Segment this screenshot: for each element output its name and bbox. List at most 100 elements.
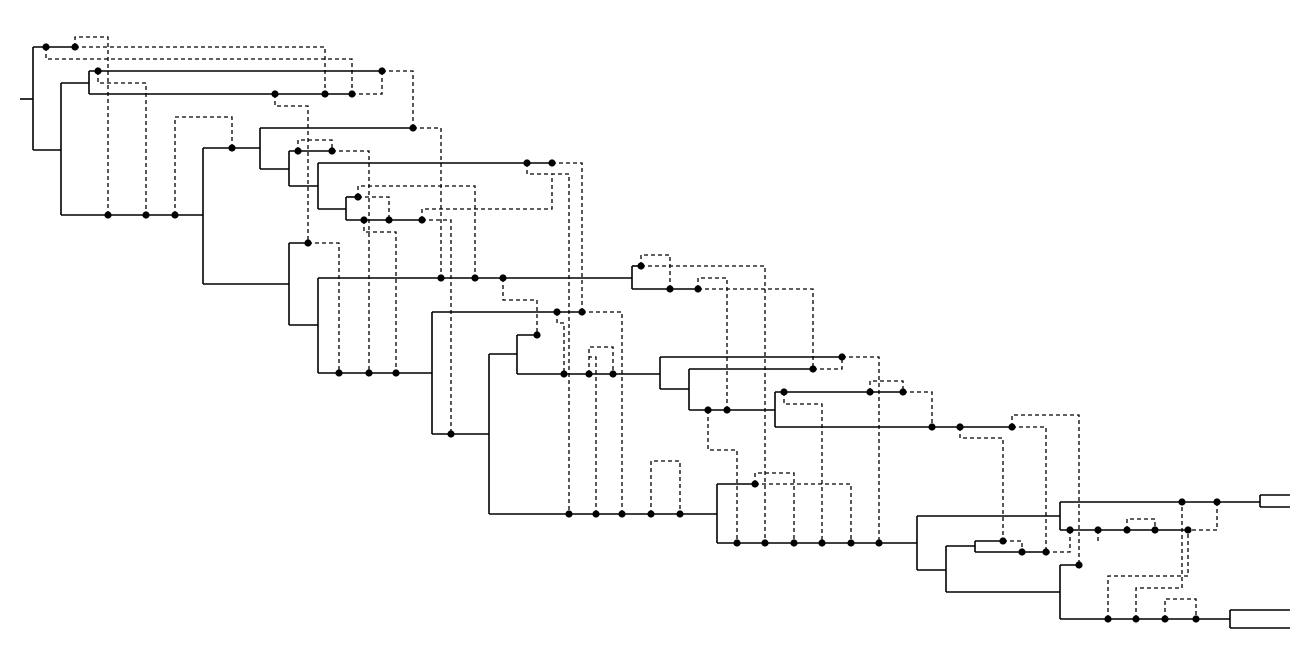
reticulation-edge bbox=[556, 312, 565, 374]
reticulation-edge bbox=[959, 427, 1004, 541]
network-node bbox=[1042, 548, 1050, 556]
network-node bbox=[42, 43, 50, 51]
network-node bbox=[866, 388, 874, 396]
reticulation-edge bbox=[1126, 518, 1156, 530]
network-node bbox=[365, 369, 373, 377]
network-node bbox=[548, 159, 556, 167]
reticulation-edge bbox=[582, 311, 623, 514]
network-node bbox=[956, 423, 964, 431]
network-node bbox=[676, 510, 684, 518]
network-node bbox=[321, 90, 329, 98]
reticulation-edge bbox=[1135, 502, 1183, 619]
network-node bbox=[142, 211, 150, 219]
network-node bbox=[533, 331, 541, 339]
network-node bbox=[71, 43, 79, 51]
network-node bbox=[578, 308, 586, 316]
reticulation-edge bbox=[274, 94, 309, 243]
reticulation-edge bbox=[358, 196, 390, 220]
reticulation-edge bbox=[640, 254, 671, 289]
reticulation-edge bbox=[526, 163, 570, 514]
network-nodes bbox=[42, 43, 1221, 623]
reticulation-edge bbox=[1107, 530, 1189, 619]
reticulation-edge bbox=[698, 288, 814, 369]
network-node bbox=[928, 423, 936, 431]
network-node bbox=[1178, 498, 1186, 506]
network-node bbox=[838, 353, 846, 361]
network-node bbox=[1075, 561, 1083, 569]
reticulation-edge bbox=[382, 70, 414, 128]
reticulation-edge bbox=[97, 71, 147, 215]
reticulation-edge bbox=[755, 483, 852, 543]
reticulation-edge bbox=[422, 219, 452, 434]
network-node bbox=[1104, 615, 1112, 623]
reticulation-edge bbox=[1012, 426, 1047, 552]
network-node bbox=[1151, 526, 1159, 534]
reticulation-edge bbox=[174, 116, 233, 215]
network-node bbox=[761, 539, 769, 547]
network-node bbox=[618, 510, 626, 518]
network-node bbox=[565, 510, 573, 518]
tree-edges bbox=[20, 46, 1290, 629]
reticulation-edge bbox=[903, 391, 933, 427]
network-node bbox=[818, 539, 826, 547]
network-node bbox=[437, 274, 445, 282]
reticulation-edges bbox=[45, 36, 1218, 619]
network-node bbox=[899, 388, 907, 396]
reticulation-edge bbox=[1011, 414, 1080, 565]
network-node bbox=[499, 274, 507, 282]
network-node bbox=[1066, 526, 1074, 534]
reticulation-edge bbox=[869, 380, 904, 392]
network-node bbox=[335, 369, 343, 377]
network-node bbox=[304, 239, 312, 247]
network-node bbox=[999, 537, 1007, 545]
reticulation-edge bbox=[1046, 530, 1071, 553]
network-node bbox=[378, 67, 386, 75]
network-node bbox=[354, 193, 362, 201]
network-node bbox=[704, 406, 712, 414]
network-node bbox=[751, 480, 759, 488]
reticulation-edge bbox=[641, 265, 766, 543]
reticulation-edge bbox=[308, 242, 340, 373]
network-node bbox=[328, 147, 336, 155]
network-node bbox=[271, 90, 279, 98]
network-node bbox=[1018, 548, 1026, 556]
reticulation-edge bbox=[650, 460, 681, 514]
reticulation-edge bbox=[75, 46, 326, 94]
network-node bbox=[294, 147, 302, 155]
network-node bbox=[1132, 615, 1140, 623]
network-node bbox=[592, 510, 600, 518]
network-node bbox=[809, 365, 817, 373]
network-node bbox=[553, 308, 561, 316]
network-node bbox=[875, 539, 883, 547]
network-node bbox=[780, 388, 788, 396]
network-node bbox=[523, 159, 531, 167]
network-node bbox=[609, 370, 617, 378]
reticulation-edge bbox=[1188, 502, 1218, 531]
network-node bbox=[171, 211, 179, 219]
network-node bbox=[1161, 615, 1169, 623]
network-node bbox=[1008, 423, 1016, 431]
reticulation-edge bbox=[813, 357, 843, 370]
network-node bbox=[790, 539, 798, 547]
network-node bbox=[585, 370, 593, 378]
network-node bbox=[360, 216, 368, 224]
reticulation-edge bbox=[842, 356, 880, 543]
reticulation-edge bbox=[352, 71, 383, 95]
reticulation-edge bbox=[45, 47, 353, 94]
network-node bbox=[471, 274, 479, 282]
reticulation-edge bbox=[297, 139, 333, 151]
reticulation-edge bbox=[502, 278, 538, 335]
reticulation-edge bbox=[589, 356, 597, 514]
network-node bbox=[1094, 526, 1102, 534]
network-node bbox=[694, 285, 702, 293]
network-node bbox=[647, 510, 655, 518]
reticulation-edge bbox=[697, 277, 728, 410]
reticulation-edge bbox=[707, 410, 738, 543]
network-node bbox=[1184, 526, 1192, 534]
network-node bbox=[228, 144, 236, 152]
reticulation-edge bbox=[413, 127, 442, 278]
network-node bbox=[104, 211, 112, 219]
network-node bbox=[666, 285, 674, 293]
network-node bbox=[409, 124, 417, 132]
